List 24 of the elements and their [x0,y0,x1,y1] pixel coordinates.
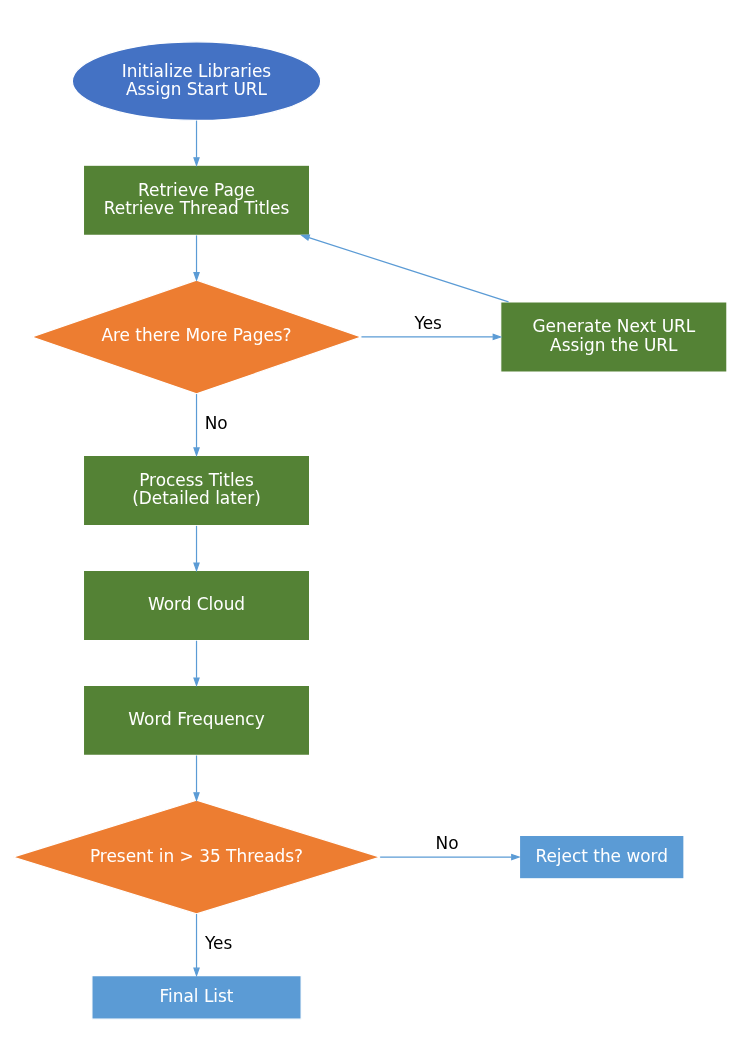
node-diamond: Are there More Pages? [30,278,363,394]
node-box: Generate Next URL Assign the URL [500,300,728,373]
node-ellipse: Initialize Libraries Assign Start URL [71,40,322,121]
arrow [300,234,510,302]
node-box: Process Titles (Detailed later) [82,454,311,526]
node-box: Reject the word [518,834,685,879]
arrow [193,392,200,457]
edge-label: Yes [204,932,233,953]
edge-label: Yes [414,312,442,333]
arrow [193,524,200,572]
node-box: Retrieve Page Retrieve Thread Titles [82,164,311,236]
arrow [379,853,521,860]
edge-label: No [204,412,228,433]
node-box: Word Frequency [82,684,311,756]
arrow [193,639,200,687]
arrow [193,754,200,802]
arrow [360,333,503,340]
arrow [193,234,200,282]
node-diamond: Present in > 35 Threads? [10,799,383,915]
node-box: Final List [91,974,302,1020]
arrow [193,119,200,167]
edge-label: No [435,832,459,853]
arrow [193,912,200,977]
node-box: Word Cloud [82,569,311,641]
